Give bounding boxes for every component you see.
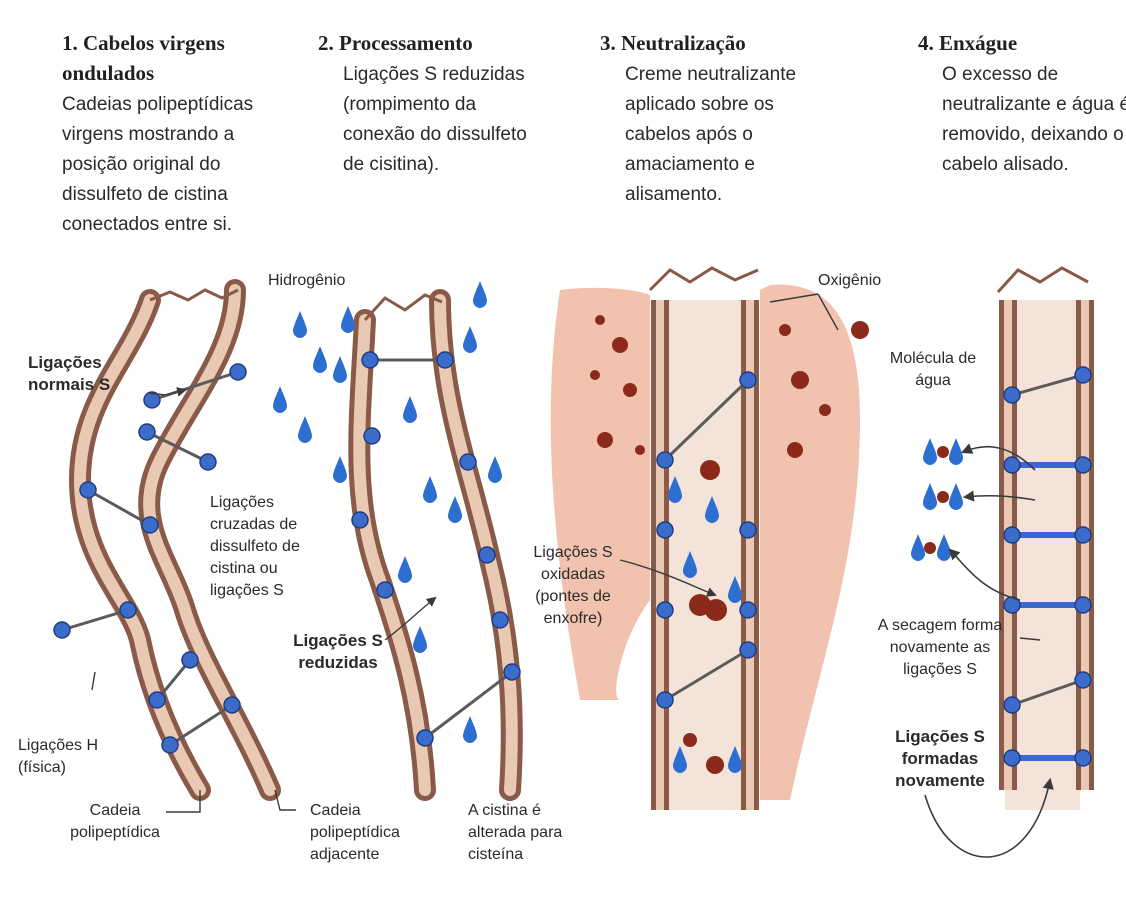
panel-3-neutralization (551, 268, 869, 810)
label-reduced-s-bonds: Ligações S reduzidas (278, 630, 398, 674)
label-cystine-altered: A cistina é alterada para cisteína (468, 800, 598, 866)
panel-4-water-molecules (911, 438, 963, 561)
label-drying: A secagem forma novamente as ligações S (870, 615, 1010, 681)
label-polypeptide-chain: Cadeia polipeptídica (60, 800, 170, 844)
label-oxidized-s-bonds: Ligações S oxidadas (pontes de enxofre) (518, 542, 628, 630)
cream-region (551, 288, 650, 700)
label-adjacent-chain: Cadeia polipeptídica adjacente (310, 800, 430, 866)
label-hydrogen: Hidrogênio (268, 270, 388, 292)
label-oxygen: Oxigênio (818, 270, 908, 292)
label-water-molecule: Molécula de água (883, 348, 983, 392)
label-crosslinks: Ligações cruzadas de dissulfeto de cisti… (210, 492, 320, 602)
label-reformed-s-bonds: Ligações S formadas novamente (880, 726, 1000, 792)
label-normal-s-bonds: Ligações normais S (28, 352, 158, 396)
label-h-bonds: Ligações H (física) (18, 735, 118, 779)
